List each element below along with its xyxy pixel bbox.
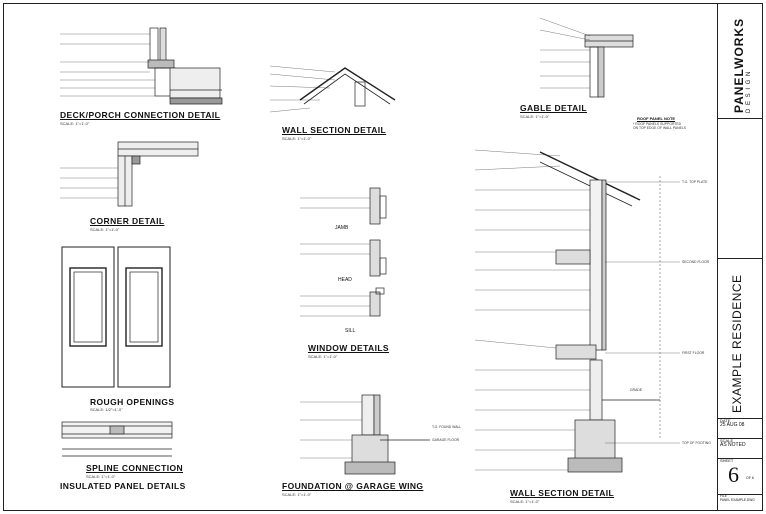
- roof-panel-note-text: * ROOF PANELS SUPPORTED ON TOP EDGE OF W…: [633, 122, 687, 130]
- deck-detail-scale: SCALE: 1"=1'-0": [60, 121, 90, 126]
- window-head-label: HEAD: [338, 277, 352, 283]
- window-details-title: WINDOW DETAILS: [308, 343, 389, 353]
- rough-openings-title: ROUGH OPENINGS: [90, 397, 175, 407]
- blank-cell: [718, 118, 762, 259]
- company-name: PANELWORKS: [732, 17, 746, 113]
- spline-connection-scale: SCALE: 1"=1'-0": [86, 474, 116, 479]
- wall-section-main-title: WALL SECTION DETAIL: [510, 488, 615, 498]
- window-jamb-label: JAMB: [335, 225, 349, 231]
- deck-detail-title: DECK/PORCH CONNECTION DETAIL: [60, 110, 221, 120]
- sheet-number: 6: [728, 462, 739, 487]
- elevation-top-plate: T.O. TOP PLATE: [682, 180, 708, 184]
- window-details-scale: SCALE: 1"=1'-0": [308, 354, 338, 359]
- window-details-drawing: [300, 187, 387, 317]
- date-label: DATE: [720, 418, 731, 423]
- roof-panel-note-title: ROOF PANEL NOTE: [637, 116, 676, 121]
- elevation-second-floor: SECOND FLOOR: [682, 260, 710, 264]
- corner-detail-title: CORNER DETAIL: [90, 216, 165, 226]
- date-value: 25 AUG 08: [720, 422, 745, 428]
- foundation-garage-drawing: [300, 394, 430, 475]
- window-sill-label: SILL: [345, 328, 356, 334]
- company-subtitle: D E S I G N: [746, 70, 752, 113]
- insulated-panel-title: INSULATED PANEL DETAILS: [60, 481, 186, 491]
- date-cell: DATE 25 AUG 08: [718, 418, 762, 439]
- project-name: EXAMPLE RESIDENCE: [730, 274, 744, 413]
- project-name-cell: EXAMPLE RESIDENCE: [718, 258, 762, 419]
- spline-connection-title: SPLINE CONNECTION: [86, 463, 184, 473]
- company-logo-cell: PANELWORKS D E S I G N: [718, 3, 762, 119]
- corner-detail-drawing: [60, 141, 199, 207]
- gable-detail-title: GABLE DETAIL: [520, 103, 587, 113]
- title-block: PANELWORKS D E S I G N EXAMPLE RESIDENCE…: [717, 3, 763, 511]
- elevation-garage-floor: GARAGE FLOOR: [432, 438, 460, 442]
- sheet-label: SHEET: [720, 458, 734, 463]
- main-wall-section-drawing: [474, 149, 680, 473]
- scale-cell: SCALE AS NOTED: [718, 438, 762, 459]
- corner-detail-scale: SCALE: 1"=1'-0": [90, 227, 120, 232]
- rough-openings-drawing: [61, 246, 171, 388]
- gable-detail-scale: SCALE: 1"=1'-0": [520, 114, 550, 119]
- sheet-of: OF 6: [746, 476, 754, 480]
- scale-label: SCALE: [720, 438, 734, 443]
- scale-value: AS NOTED: [720, 442, 746, 448]
- deck-detail-drawing: [60, 27, 223, 105]
- file-cell: FILE PANEL EXAMPLE.DWG: [718, 494, 762, 509]
- elevation-found-wall: T.O. FOUND WALL: [432, 425, 462, 429]
- gable-detail-drawing: [539, 17, 634, 98]
- roof-ridge-drawing: [269, 65, 396, 113]
- rough-openings-scale: SCALE: 1/2"=1'-0": [90, 407, 123, 412]
- foundation-garage-title: FOUNDATION @ GARAGE WING: [282, 481, 424, 491]
- wall-section-top-title: WALL SECTION DETAIL: [282, 125, 387, 135]
- elevation-first-floor: FIRST FLOOR: [682, 351, 705, 355]
- elevation-top-of-footing: TOP OF FOOTING: [682, 441, 711, 445]
- sheet-cell: SHEET 6 OF 6: [718, 458, 762, 495]
- foundation-garage-scale: SCALE: 1"=1'-0": [282, 492, 312, 497]
- drawing-sheet-border: [3, 3, 763, 511]
- file-label: FILE: [720, 494, 728, 498]
- file-name: PANEL EXAMPLE.DWG: [720, 498, 755, 502]
- spline-connection-drawing: [61, 421, 173, 457]
- wall-section-top-scale: SCALE: 1"=1'-0": [282, 136, 312, 141]
- grade-label: GRADE: [630, 388, 643, 392]
- wall-section-main-scale: SCALE: 1"=1'-0": [510, 499, 540, 504]
